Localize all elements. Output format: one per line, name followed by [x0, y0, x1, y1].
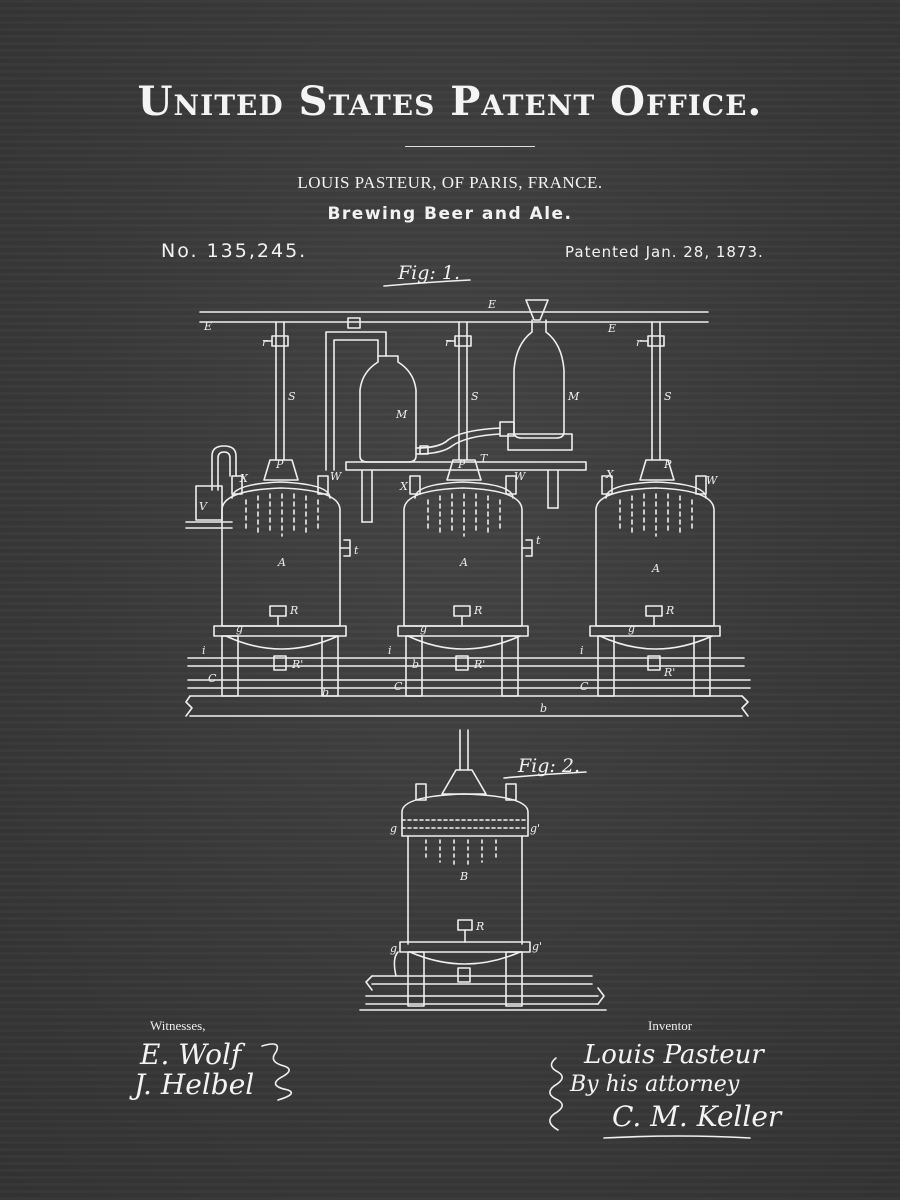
label-w1: W — [330, 470, 343, 483]
label-c3: C — [580, 680, 589, 693]
label-m-left: M — [395, 408, 408, 421]
label-s1: S — [288, 390, 296, 403]
inventor-bracket — [549, 1057, 563, 1131]
label-w2: W — [514, 470, 527, 483]
label-g-fig2-left: g — [390, 822, 397, 835]
label-p2: P — [457, 458, 466, 471]
label-b2: b — [412, 658, 419, 671]
vessel-a-1 — [213, 459, 351, 697]
label-e-top: E — [487, 298, 496, 311]
inventor-label: Inventor — [648, 1018, 693, 1033]
label-t1: t — [354, 544, 359, 557]
witness-bracket — [261, 1043, 293, 1101]
supply-pipe-2 — [446, 321, 472, 461]
label-a1: A — [277, 556, 286, 569]
label-r2: r — [445, 336, 451, 349]
witnesses-label: Witnesses, — [150, 1018, 206, 1033]
supply-pipe-1 — [263, 321, 289, 461]
label-c1: C — [208, 672, 217, 685]
label-s2: S — [471, 390, 479, 403]
label-g3: g — [628, 622, 635, 635]
inventor-line: LOUIS PASTEUR, OF PARIS, FRANCE. — [297, 173, 603, 192]
label-b1: b — [322, 686, 329, 699]
label-r-fig2: R — [475, 920, 484, 933]
label-a3: A — [651, 562, 660, 575]
fig1-label: Fig: 1. — [397, 262, 460, 284]
table-t — [345, 461, 587, 523]
witness-signature-2: J. Helbel — [134, 1068, 255, 1101]
label-r1: r — [262, 336, 268, 349]
label-p1: P — [275, 458, 284, 471]
vessel-a-2 — [397, 459, 533, 697]
main-pipe — [199, 311, 709, 323]
label-w3: W — [706, 474, 719, 487]
label-c2: C — [394, 680, 403, 693]
witness-signature-1: E. Wolf — [140, 1038, 242, 1071]
label-g2: g — [420, 622, 427, 635]
label-rp3: R' — [663, 666, 675, 679]
air-trap — [185, 445, 237, 529]
fig2-floor-pipes — [359, 975, 607, 1011]
inventor-signature: Louis Pasteur — [584, 1040, 764, 1070]
label-x2: X — [399, 480, 409, 493]
label-e-right: E — [607, 322, 616, 335]
fig2-underline — [503, 771, 587, 779]
label-x3: X — [605, 468, 615, 481]
label-s3: S — [664, 390, 672, 403]
label-v: V — [199, 500, 208, 513]
label-t2: t — [536, 534, 541, 547]
attorney-underline — [603, 1135, 751, 1139]
patent-office-title: United States Patent Office. — [137, 78, 763, 125]
label-b-vessel: B — [459, 870, 468, 883]
label-g1: g — [236, 622, 243, 635]
label-i1: i — [202, 644, 206, 657]
vessel-a-3 — [589, 459, 721, 697]
label-p3: P — [663, 458, 672, 471]
vessel-b — [393, 729, 531, 1007]
flask-left — [359, 355, 501, 463]
by-attorney-text: By his attorney — [570, 1072, 740, 1097]
label-r-2: R — [473, 604, 482, 617]
label-r3: r — [636, 336, 642, 349]
label-gp-fig2-right: g' — [530, 822, 540, 835]
title-divider — [405, 146, 535, 147]
label-a2: A — [459, 556, 468, 569]
label-gp-fig2-low: g' — [532, 940, 542, 953]
label-i3: i — [580, 644, 584, 657]
supply-pipe-3 — [639, 321, 665, 461]
label-rp1: R' — [291, 658, 303, 671]
label-rp2: R' — [473, 658, 485, 671]
label-m-right: M — [567, 390, 580, 403]
label-b3: b — [540, 702, 547, 715]
label-t-table: T — [480, 452, 489, 465]
patent-subject: Brewing Beer and Ale. — [327, 204, 573, 224]
flask-right — [499, 299, 573, 451]
label-r-3: R — [665, 604, 674, 617]
fig2-label: Fig: 2. — [517, 755, 580, 777]
label-x1: X — [239, 472, 249, 485]
label-g-fig2-low: g — [390, 942, 397, 955]
patent-date: Patented Jan. 28, 1873. — [565, 243, 764, 261]
fig1-underline — [383, 279, 471, 287]
label-e-left: E — [203, 320, 212, 333]
patent-number: No. 135,245. — [161, 240, 308, 262]
attorney-signature: C. M. Keller — [612, 1100, 782, 1133]
label-r-1: R — [289, 604, 298, 617]
siphon-tube — [325, 317, 387, 471]
label-i2: i — [388, 644, 392, 657]
floor-pipes — [185, 657, 751, 717]
